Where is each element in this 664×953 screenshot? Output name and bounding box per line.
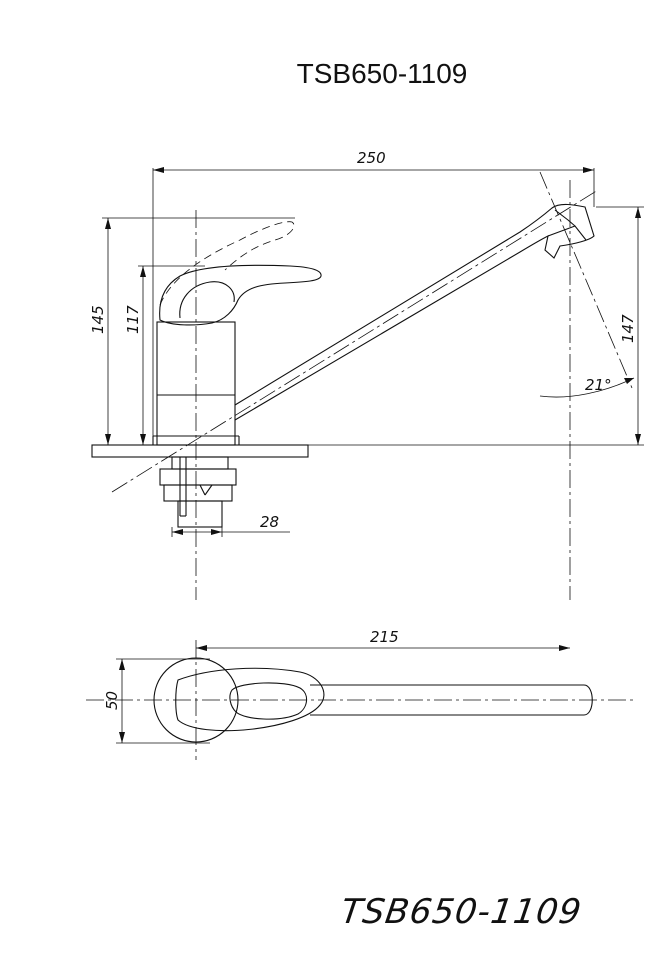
top-view: 215 50 [86, 628, 636, 760]
dim-label-215: 215 [370, 628, 399, 646]
dim-label-250: 250 [357, 149, 386, 167]
dim-label-147: 147 [619, 314, 637, 343]
spout-centerline [111, 189, 599, 493]
handle-raised-outline [159, 221, 295, 306]
drawing-title: TSB650-1109 [296, 58, 468, 89]
dim-label-117: 117 [124, 305, 142, 334]
handle [159, 264, 322, 326]
dimension-215: 215 [196, 628, 570, 651]
model-stamp: TSB650-1109 [338, 892, 585, 932]
dimension-145: 145 [89, 217, 295, 445]
dimension-117: 117 [124, 265, 205, 445]
base-plate [91, 444, 309, 458]
dim-label-angle: 21° [585, 376, 612, 394]
dim-label-50: 50 [103, 691, 121, 710]
dimension-250: 250 [152, 149, 595, 445]
dimension-angle: 21° [539, 376, 635, 398]
spout [234, 203, 595, 421]
dimension-28: 28 [171, 513, 290, 537]
dim-label-28: 28 [260, 513, 279, 531]
side-view: 250 145 117 147 [89, 149, 644, 600]
dimension-147: 147 [308, 206, 644, 446]
dim-label-145: 145 [89, 305, 107, 334]
handle-top [175, 667, 325, 732]
dimension-50: 50 [103, 658, 210, 744]
